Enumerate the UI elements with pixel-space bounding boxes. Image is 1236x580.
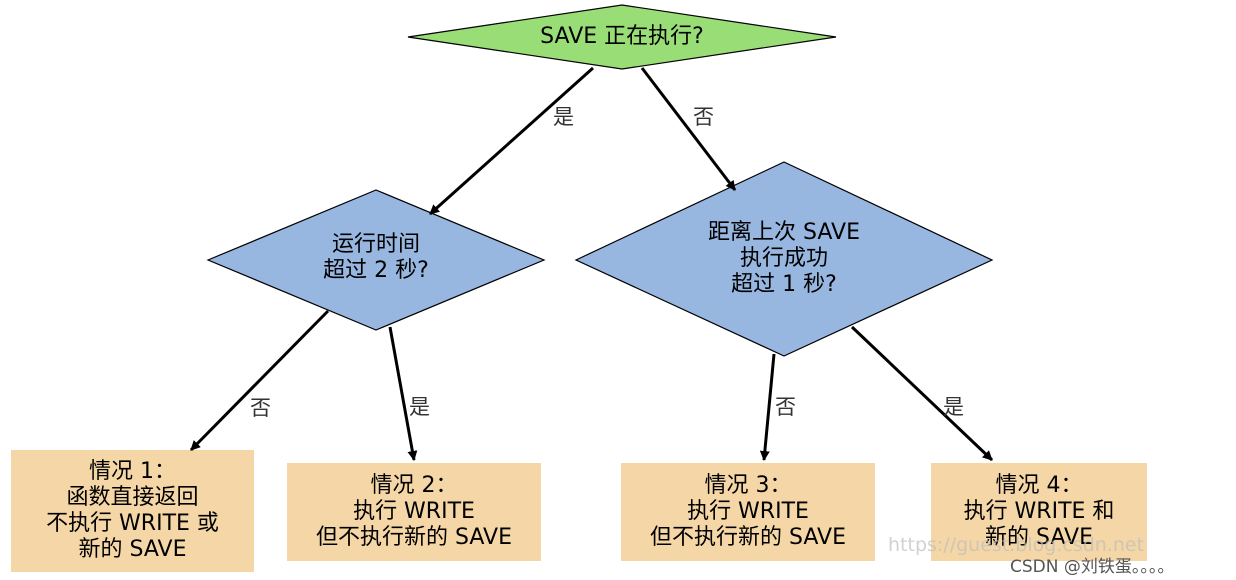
decision-right-line: 距离上次 SAVE xyxy=(708,220,860,245)
edge-label-root-no: 否 xyxy=(693,105,714,129)
outcome-4-line: 新的 SAVE xyxy=(985,525,1093,550)
outcome-4-line: 情况 4： xyxy=(995,473,1083,498)
decision-right-text: 距离上次 SAVE 执行成功 超过 1 秒? xyxy=(664,217,904,301)
decision-root-text: SAVE 正在执行? xyxy=(468,17,776,57)
outcome-1-line: 函数直接返回 xyxy=(66,485,199,510)
edge-label-right-no: 否 xyxy=(775,395,796,419)
outcome-3-line: 执行 WRITE xyxy=(687,499,809,524)
outcome-2-text: 情况 2： 执行 WRITE 但不执行新的 SAVE xyxy=(287,469,541,555)
arrow-right-no xyxy=(759,353,776,461)
arrow-root-yes xyxy=(428,66,595,216)
outcome-2-line: 情况 2： xyxy=(370,473,458,498)
decision-left-shape xyxy=(206,189,546,331)
arrow-right-yes xyxy=(850,325,994,462)
outcome-2-box xyxy=(287,463,541,561)
outcome-3-line: 情况 3： xyxy=(704,473,792,498)
decision-left-line: 运行时间 xyxy=(331,232,420,257)
outcome-1-line: 情况 1： xyxy=(89,459,176,484)
edge-label-left-yes: 是 xyxy=(409,395,430,419)
watermark-url: https://guest.blog.csdn.net xyxy=(888,534,1145,556)
outcome-2-line: 执行 WRITE xyxy=(353,499,475,524)
arrow-left-yes xyxy=(388,326,418,461)
decision-right-line: 执行成功 xyxy=(739,246,828,271)
outcome-1-text: 情况 1： 函数直接返回 不执行 WRITE 或 新的 SAVE xyxy=(11,454,254,568)
edge-label-root-yes: 是 xyxy=(553,105,574,129)
outcome-2-line: 但不执行新的 SAVE xyxy=(316,525,512,550)
decision-right-shape xyxy=(574,161,994,357)
outcome-1-line: 新的 SAVE xyxy=(78,537,187,562)
decision-left-line: 超过 2 秒? xyxy=(323,258,429,283)
outcome-3-text: 情况 3： 执行 WRITE 但不执行新的 SAVE xyxy=(621,469,875,555)
edge-label-left-no: 否 xyxy=(250,396,271,420)
outcome-1-box xyxy=(11,450,254,572)
outcome-4-line: 执行 WRITE 和 xyxy=(963,499,1115,524)
arrow-left-no xyxy=(189,309,330,452)
decision-root-shape xyxy=(407,4,837,70)
outcome-1-line: 不执行 WRITE 或 xyxy=(46,511,219,536)
outcome-3-line: 但不执行新的 SAVE xyxy=(650,525,846,550)
decision-root-line: SAVE 正在执行? xyxy=(540,24,704,49)
edge-label-right-yes: 是 xyxy=(943,395,964,419)
watermark-credit: CSDN @刘铁蛋。。。。 xyxy=(1010,557,1175,577)
arrow-root-no xyxy=(640,67,737,191)
decision-right-line: 超过 1 秒? xyxy=(731,272,837,297)
outcome-4-box xyxy=(931,463,1147,561)
outcome-4-text: 情况 4： 执行 WRITE 和 新的 SAVE xyxy=(931,469,1147,555)
outcome-3-box xyxy=(621,463,875,561)
decision-left-text: 运行时间 超过 2 秒? xyxy=(268,228,484,288)
